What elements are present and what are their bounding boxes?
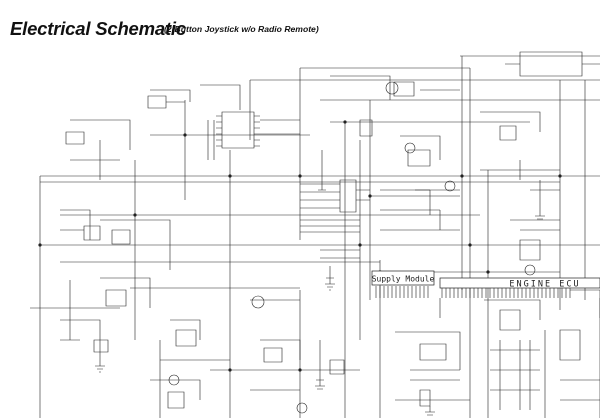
engine-ecu-box bbox=[439, 277, 600, 289]
connector-pins bbox=[375, 286, 600, 318]
page-title: Electrical Schematic bbox=[10, 18, 186, 39]
supply-module-box bbox=[371, 270, 435, 286]
engine-ecu-label: ENGINE ECU bbox=[509, 280, 580, 290]
supply-module-label: Supply Module bbox=[372, 275, 435, 284]
wiring bbox=[30, 51, 600, 418]
schematic-drawing: Supply Module ENGINE ECU bbox=[30, 51, 600, 418]
component-symbols bbox=[95, 81, 545, 416]
page-subtitle: (2-Button Joystick w/o Radio Remote) bbox=[164, 24, 319, 34]
